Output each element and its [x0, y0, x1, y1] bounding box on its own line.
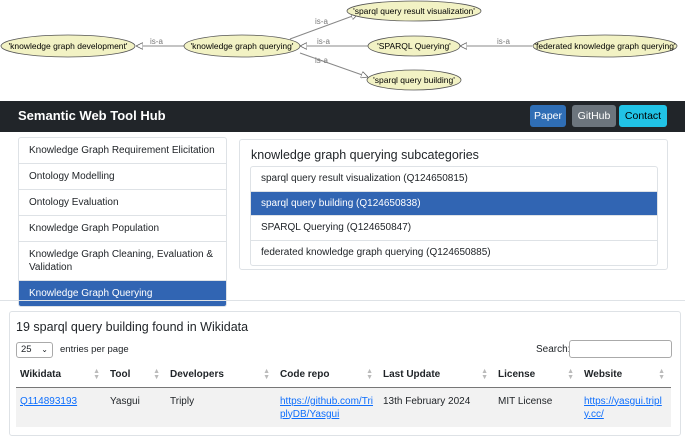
search-label: Search: — [536, 344, 571, 355]
sort-icon: ▲▼ — [658, 368, 665, 381]
subcategories-card: knowledge graph querying subcategories s… — [239, 139, 668, 270]
sidebar-item-kg-querying[interactable]: Knowledge Graph Querying — [19, 281, 226, 306]
cell-last-update: 13th February 2024 — [379, 387, 494, 427]
ontology-graph: is-a is-a is-a is-a is-a 'knowledge grap… — [0, 0, 685, 101]
subcategory-item[interactable]: SPARQL Querying (Q124650847) — [251, 216, 657, 241]
node-sparql-querying[interactable]: 'SPARQL Querying' — [367, 35, 461, 57]
edge-building-querying — [299, 52, 368, 77]
contact-button[interactable]: Contact — [619, 105, 667, 127]
column-header-wikidata[interactable]: Wikidata▲▼ — [16, 363, 106, 388]
column-header-code-repo[interactable]: Code repo▲▼ — [276, 363, 379, 388]
sort-icon: ▲▼ — [93, 368, 100, 381]
sort-icon: ▲▼ — [567, 368, 574, 381]
entries-per-page-label: entries per page — [60, 344, 129, 355]
svg-text:'SPARQL Querying': 'SPARQL Querying' — [377, 41, 451, 51]
column-header-website[interactable]: Website▲▼ — [580, 363, 671, 388]
wikidata-link[interactable]: Q114893193 — [20, 395, 78, 407]
node-kg-querying[interactable]: 'knowledge graph querying' — [183, 34, 301, 58]
table-header-row: Wikidata▲▼ Tool▲▼ Developers▲▼ Code repo… — [16, 363, 671, 388]
code-repo-link[interactable]: https://github.com/TriplyDB/Yasgui — [280, 395, 373, 420]
column-header-last-update[interactable]: Last Update▲▼ — [379, 363, 494, 388]
svg-text:'knowledge graph development': 'knowledge graph development' — [8, 41, 127, 51]
node-result-visualization[interactable]: 'sparql query result visualization' — [346, 0, 482, 22]
svg-text:'knowledge graph querying': 'knowledge graph querying' — [191, 41, 294, 51]
sidebar-item-kg-cleaning[interactable]: Knowledge Graph Cleaning, Evaluation & V… — [19, 242, 226, 281]
sidebar-item-ontology-evaluation[interactable]: Ontology Evaluation — [19, 190, 226, 216]
sidebar-item-kg-population[interactable]: Knowledge Graph Population — [19, 216, 226, 242]
subcategories-title: knowledge graph querying subcategories — [251, 148, 479, 162]
cell-code-repo: https://github.com/TriplyDB/Yasgui — [276, 387, 379, 427]
node-kg-development[interactable]: 'knowledge graph development' — [0, 34, 136, 58]
chevron-down-icon: ⌄ — [41, 345, 48, 354]
sidebar-item-requirement-elicitation[interactable]: Knowledge Graph Requirement Elicitation — [19, 138, 226, 164]
edge-label: is-a — [315, 56, 328, 65]
svg-text:'sparql query result visualiza: 'sparql query result visualization' — [353, 6, 475, 16]
node-federated-querying[interactable]: 'federated knowledge graph querying' — [532, 34, 678, 58]
column-header-tool[interactable]: Tool▲▼ — [106, 363, 166, 388]
cell-developers: Triply — [166, 387, 276, 427]
brand-title[interactable]: Semantic Web Tool Hub — [18, 108, 166, 123]
column-header-developers[interactable]: Developers▲▼ — [166, 363, 276, 388]
divider — [0, 300, 685, 301]
edge-viz-querying — [289, 14, 358, 40]
edge-label: is-a — [150, 37, 163, 46]
github-button[interactable]: GitHub — [572, 105, 616, 127]
subcategory-item[interactable]: sparql query building (Q124650838) — [251, 191, 657, 216]
cell-website: https://yasgui.triply.cc/ — [580, 387, 671, 427]
entries-value: 25 — [21, 344, 32, 355]
cell-tool: Yasgui — [106, 387, 166, 427]
website-link[interactable]: https://yasgui.triply.cc/ — [584, 395, 662, 420]
sort-icon: ▲▼ — [153, 368, 160, 381]
paper-button[interactable]: Paper — [530, 105, 566, 127]
edge-label: is-a — [497, 37, 510, 46]
results-title: 19 sparql query building found in Wikida… — [16, 320, 249, 334]
sidebar-item-ontology-modelling[interactable]: Ontology Modelling — [19, 164, 226, 190]
sort-icon: ▲▼ — [366, 368, 373, 381]
results-table: Wikidata▲▼ Tool▲▼ Developers▲▼ Code repo… — [16, 363, 671, 427]
table-row: Q114893193 Yasgui Triply https://github.… — [16, 387, 671, 427]
entries-per-page-select[interactable]: 25 ⌄ — [16, 342, 53, 358]
sort-icon: ▲▼ — [263, 368, 270, 381]
subcategory-item[interactable]: sparql query result visualization (Q1246… — [251, 167, 657, 192]
sort-icon: ▲▼ — [481, 368, 488, 381]
navbar: Semantic Web Tool Hub — [0, 101, 685, 132]
node-query-building[interactable]: 'sparql query building' — [366, 69, 462, 91]
subcategory-list: sparql query result visualization (Q1246… — [250, 166, 658, 266]
svg-text:'sparql query building': 'sparql query building' — [373, 75, 455, 85]
search-input[interactable] — [569, 340, 672, 358]
svg-text:'federated knowledge graph que: 'federated knowledge graph querying' — [534, 41, 676, 51]
edge-label: is-a — [315, 17, 328, 26]
cell-license: MIT License — [494, 387, 580, 427]
cell-wikidata: Q114893193 — [16, 387, 106, 427]
category-sidebar: Knowledge Graph Requirement Elicitation … — [18, 137, 227, 307]
subcategory-item[interactable]: federated knowledge graph querying (Q124… — [261, 246, 491, 258]
column-header-license[interactable]: License▲▼ — [494, 363, 580, 388]
edge-label: is-a — [317, 37, 330, 46]
